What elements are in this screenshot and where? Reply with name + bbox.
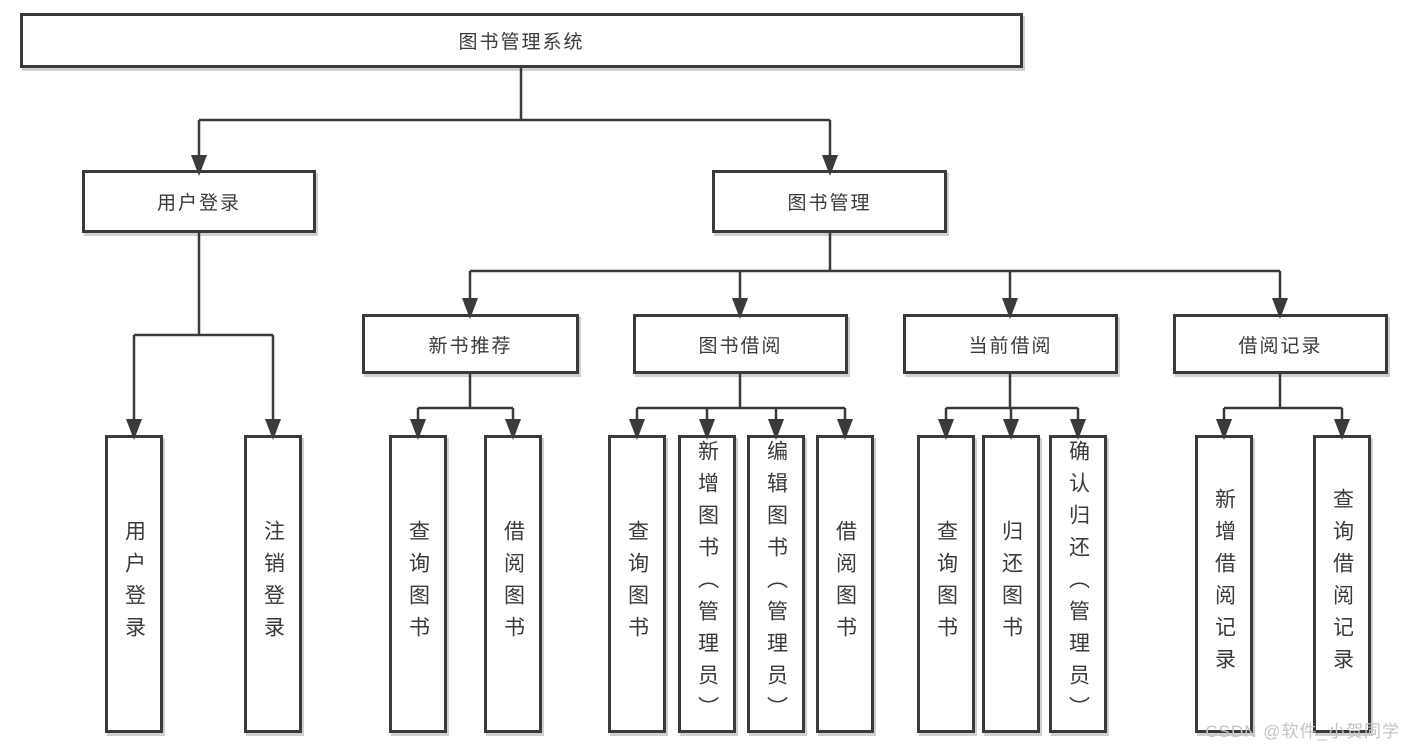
csdn-watermark: CSDN @软件_小贺同学: [1205, 722, 1400, 741]
leaf-add-borrow-record: 新增借阅记录: [1195, 435, 1253, 733]
leaf-add-books-admin: 新增图书（管理员）: [678, 435, 736, 733]
leaf-user-login: 用户登录: [105, 435, 163, 733]
node-user-login: 用户登录: [82, 170, 316, 233]
leaf-borrow-books: 借阅图书: [816, 435, 874, 733]
leaf-query-books: 查询图书: [389, 435, 447, 733]
node-book-borrowing: 图书借阅: [633, 314, 848, 374]
leaf-confirm-return-admin: 确认归还（管理员）: [1049, 435, 1107, 733]
leaf-edit-books-admin: 编辑图书（管理员）: [747, 435, 805, 733]
leaf-return-books: 归还图书: [982, 435, 1040, 733]
node-new-book-recommendation: 新书推荐: [362, 314, 579, 374]
node-book-management: 图书管理: [712, 170, 947, 233]
leaf-query-books: 查询图书: [608, 435, 666, 733]
node-library-management-system: 图书管理系统: [20, 13, 1023, 68]
node-current-borrowing: 当前借阅: [903, 314, 1118, 374]
leaf-borrow-books: 借阅图书: [484, 435, 542, 733]
leaf-query-books: 查询图书: [917, 435, 975, 733]
node-borrowing-records: 借阅记录: [1173, 314, 1388, 374]
leaf-query-borrow-record: 查询借阅记录: [1313, 435, 1371, 733]
leaf-logout: 注销登录: [244, 435, 302, 733]
